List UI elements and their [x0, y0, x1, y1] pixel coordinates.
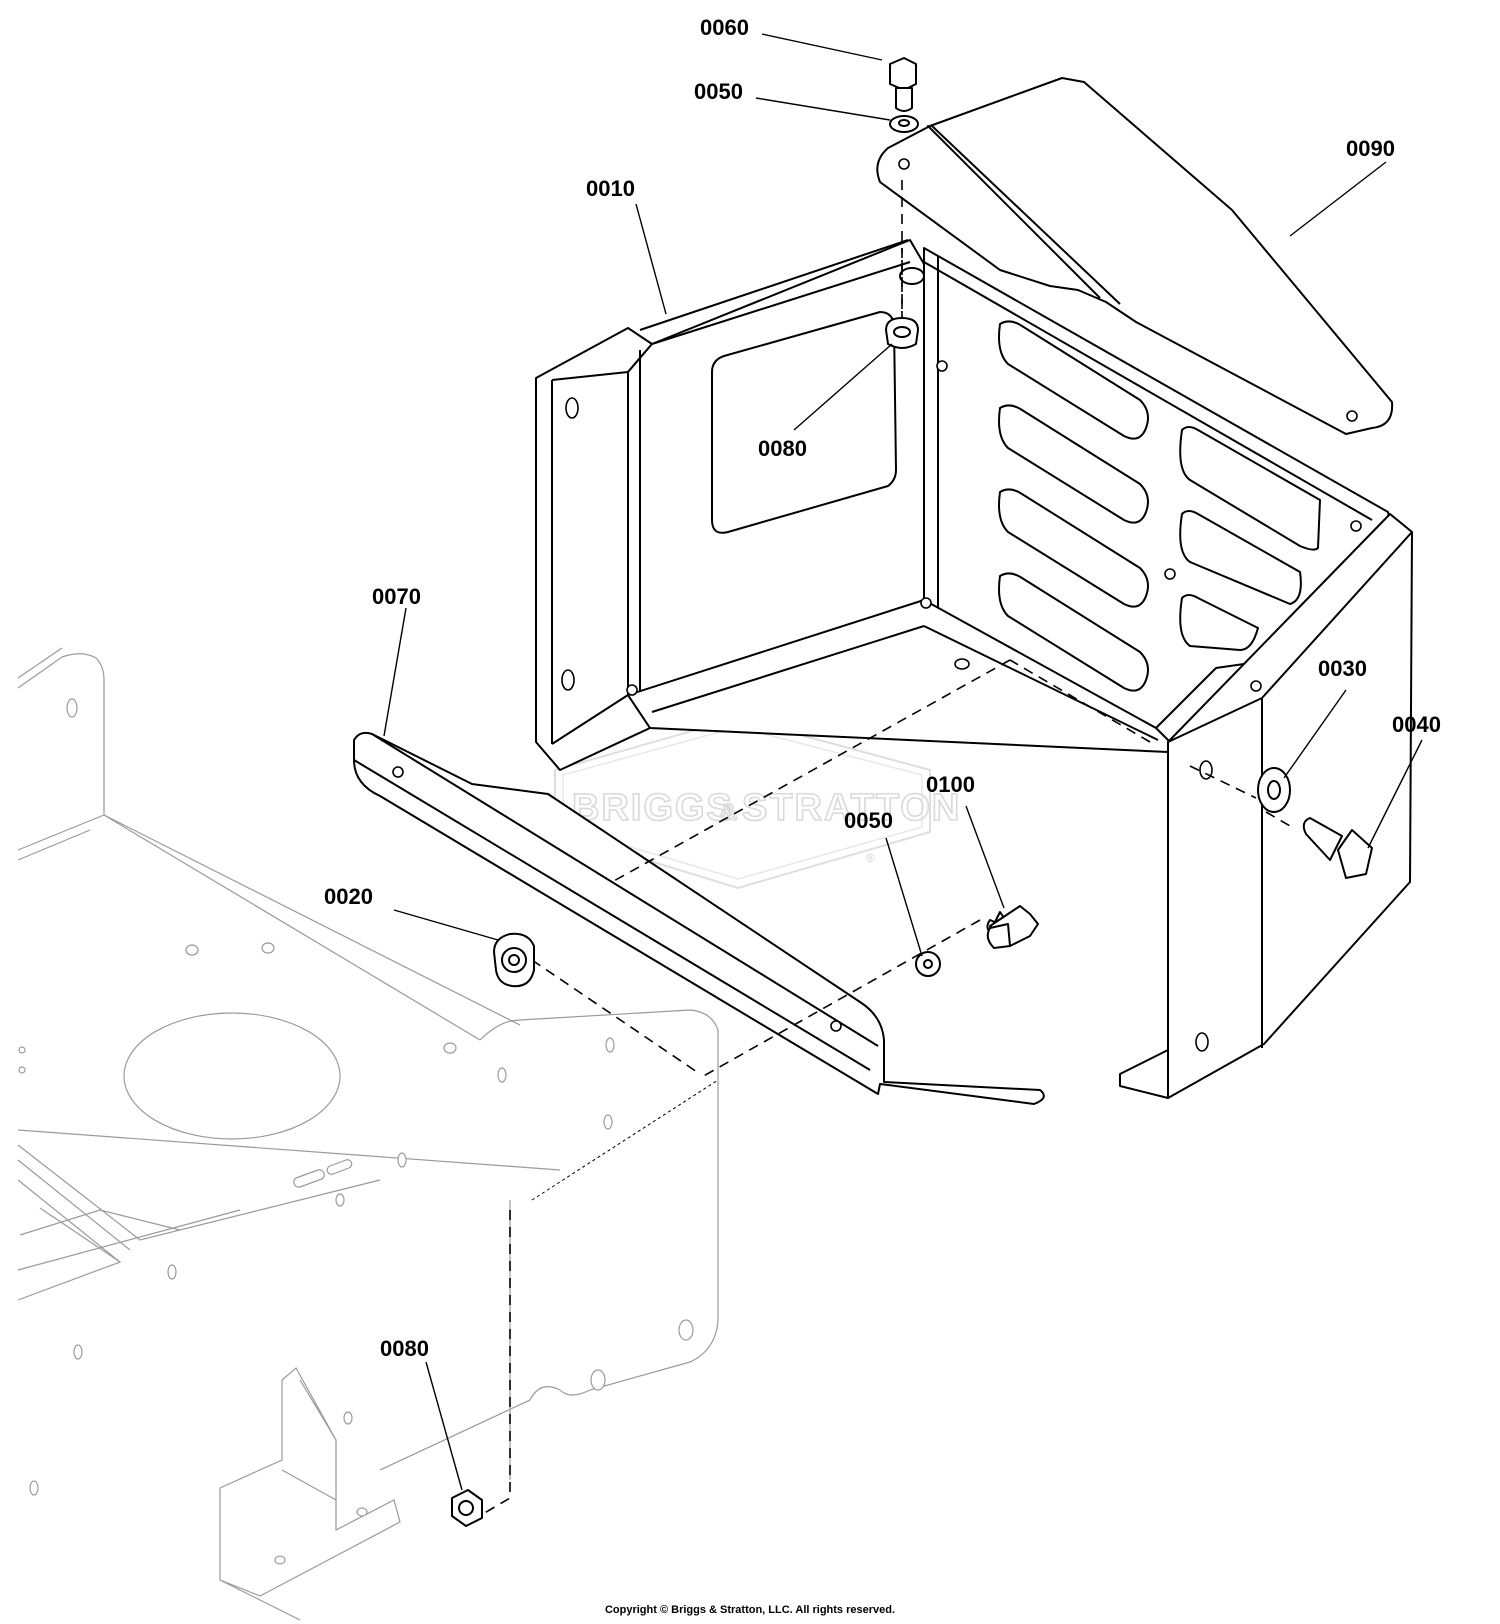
part-0040-bolt [1302, 817, 1373, 879]
callout-0080-bottom: 0080 [380, 1336, 429, 1361]
tractor-frame-outline [17, 647, 719, 1621]
part-0060-bolt [889, 57, 917, 112]
part-0050-washer-top [889, 115, 919, 133]
watermark-brand-right: STRATTON [742, 787, 961, 829]
callout-0040: 0040 [1392, 712, 1441, 737]
part-0080-nut-bottom [451, 1489, 483, 1527]
callout-0100: 0100 [926, 772, 975, 797]
callout-0010: 0010 [586, 176, 635, 201]
callout-0030: 0030 [1318, 656, 1367, 681]
callout-0050-mid: 0050 [844, 808, 893, 833]
watermark-reg-mark: ® [866, 851, 875, 865]
part-0050-washer-mid [915, 951, 941, 977]
part-0070-bracket [353, 731, 1045, 1105]
callout-0090: 0090 [1346, 136, 1395, 161]
part-0100-bolt [986, 905, 1039, 949]
explosion-lines [475, 180, 1291, 1519]
copyright-notice: Copyright © Briggs & Stratton, LLC. All … [604, 1604, 896, 1616]
leader-lines [383, 33, 1423, 1491]
part-0090-shroud-plate [876, 77, 1394, 435]
part-0030-washer [1257, 767, 1291, 813]
callout-0020: 0020 [324, 884, 373, 909]
callout-0060: 0060 [700, 15, 749, 40]
callout-0080-top: 0080 [758, 436, 807, 461]
callout-0050-top: 0050 [694, 79, 743, 104]
callout-0070: 0070 [372, 584, 421, 609]
part-0010-housing [535, 239, 1413, 1099]
part-0020-flange-nut [493, 932, 535, 988]
part-0080-nut-top [885, 317, 919, 349]
watermark-brand-left: BRIGGS [572, 787, 734, 829]
callout-labels: 0060 0050 0090 0010 0080 0070 0030 0040 … [324, 15, 1441, 1361]
brand-watermark: BRIGGS & STRATTON ® [554, 716, 961, 890]
